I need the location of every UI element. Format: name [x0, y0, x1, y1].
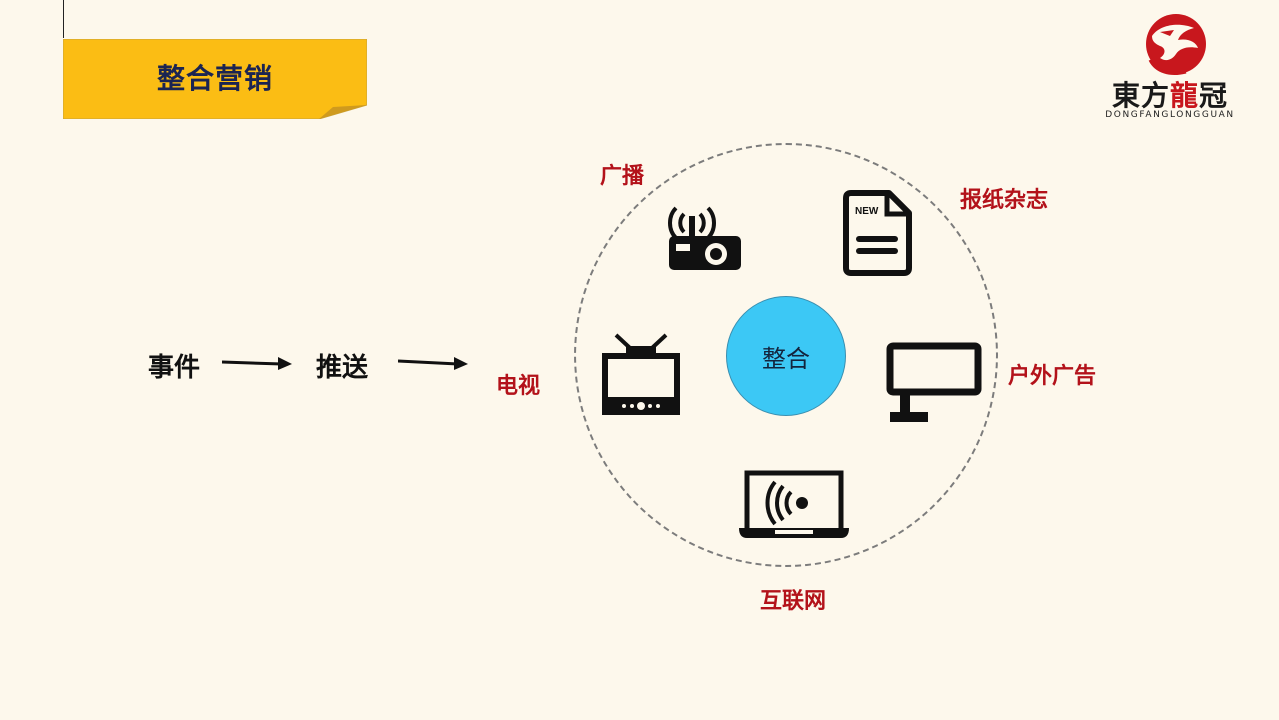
newspaper-icon: NEW	[843, 190, 912, 276]
svg-text:NEW: NEW	[855, 206, 879, 217]
arrow-right-icon	[398, 357, 468, 370]
dragon-emblem-icon	[1146, 14, 1206, 75]
radio-icon	[668, 206, 741, 270]
arrow-right-icon	[222, 357, 292, 370]
title-banner: 整合营销	[63, 39, 367, 119]
flow-step-event: 事件	[148, 353, 201, 383]
billboard-icon	[886, 342, 982, 422]
page-title: 整合营销	[156, 62, 273, 95]
label-internet: 互联网	[760, 589, 827, 614]
logo-english-name: DONGFANGLONGGUAN	[1105, 110, 1235, 120]
logo-chinese-name: 東方龍冠	[1111, 79, 1229, 112]
label-outdoor: 户外广告	[1008, 364, 1097, 389]
laptop-wifi-icon	[739, 470, 849, 538]
center-label: 整合	[762, 344, 810, 373]
channel-ring	[574, 143, 998, 567]
tv-icon	[602, 333, 680, 415]
center-integration-node: 整合	[726, 296, 846, 416]
banner-shape-icon	[63, 39, 367, 119]
vertical-rule	[63, 0, 64, 38]
label-radio: 广播	[600, 164, 645, 189]
flow-step-push: 推送	[316, 353, 369, 383]
label-print: 报纸杂志	[960, 188, 1049, 213]
company-logo: 東方龍冠 DONGFANGLONGGUAN	[1090, 14, 1250, 124]
label-tv: 电视	[496, 374, 541, 399]
